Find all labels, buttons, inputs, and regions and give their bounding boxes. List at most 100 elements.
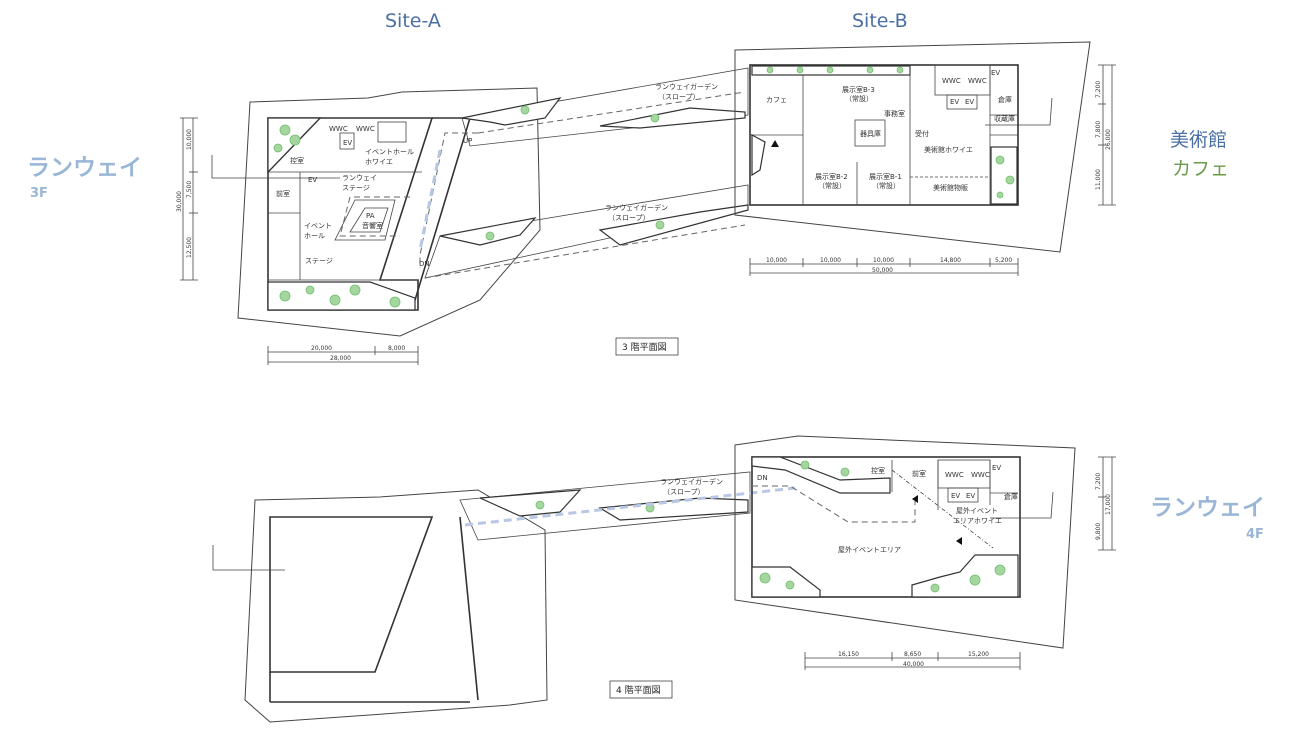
plan-4f-site-b <box>734 435 1076 649</box>
museum-heading: 美術館 <box>1170 129 1227 151</box>
svg-text:28,000: 28,000 <box>330 355 351 362</box>
svg-text:10,000: 10,000 <box>820 257 841 264</box>
plan-4f-site-b-dimensions: 7,200 9,800 17,000 16,150 8,650 15,200 4… <box>804 456 1116 670</box>
svg-text:受付: 受付 <box>915 129 929 138</box>
svg-text:収蔵庫: 収蔵庫 <box>994 114 1015 123</box>
svg-text:11,000: 11,000 <box>1095 169 1102 190</box>
svg-text:イベント: イベント <box>304 222 332 230</box>
svg-text:10,000: 10,000 <box>186 129 193 150</box>
svg-text:ステージ: ステージ <box>342 184 370 192</box>
svg-text:前室: 前室 <box>912 469 926 478</box>
svg-text:展示室B-2: 展示室B-2 <box>815 172 848 181</box>
svg-text:EV: EV <box>950 98 959 106</box>
svg-text:WWC: WWC <box>945 471 964 479</box>
runway-3f-heading: ランウェイ <box>27 155 142 181</box>
svg-text:カフェ: カフェ <box>766 96 787 104</box>
svg-text:ホール: ホール <box>304 232 325 240</box>
floor-4f-label: 4F <box>1246 527 1264 542</box>
svg-text:器具庫: 器具庫 <box>860 129 881 138</box>
svg-text:40,000: 40,000 <box>903 661 924 668</box>
plan-4f-site-b-labels: DN 控室 前室 WWC WWC EV EV EV 倉庫 屋外イベント エリアホ… <box>757 464 1018 554</box>
plan-4f-runway-garden: ランウェイガーデン （スロープ） <box>459 471 796 541</box>
svg-text:屋外イベント: 屋外イベント <box>956 506 998 515</box>
svg-text:7,800: 7,800 <box>1095 121 1102 138</box>
svg-text:UP: UP <box>463 137 472 145</box>
svg-text:30,000: 30,000 <box>176 191 183 212</box>
plan-3f-site-b-dimensions: 7,200 7,800 11,000 26,000 10,000 10,000 … <box>749 64 1116 276</box>
svg-text:EV: EV <box>966 492 975 500</box>
svg-text:事務室: 事務室 <box>884 109 905 118</box>
site-a-heading: Site-A <box>385 10 441 32</box>
svg-text:DN: DN <box>419 260 430 268</box>
svg-text:3 階平面図: 3 階平面図 <box>622 342 667 353</box>
svg-text:ランウェイガーデン: ランウェイガーデン <box>605 203 668 212</box>
svg-text:WWC: WWC <box>971 471 990 479</box>
svg-text:美術館物販: 美術館物販 <box>933 183 968 192</box>
svg-text:7,200: 7,200 <box>1095 81 1102 98</box>
svg-text:ランウェイ: ランウェイ <box>342 174 377 182</box>
svg-text:15,200: 15,200 <box>968 651 989 658</box>
svg-text:16,150: 16,150 <box>838 651 859 658</box>
svg-text:WWC: WWC <box>356 125 375 133</box>
svg-text:ランウェイガーデン: ランウェイガーデン <box>655 82 718 91</box>
plan-3f-runway-garden: ランウェイガーデン （スロープ） ランウェイガーデン （スロープ） <box>424 67 749 279</box>
svg-text:倉庫: 倉庫 <box>1004 492 1018 501</box>
svg-text:PA: PA <box>366 212 375 220</box>
svg-text:12,500: 12,500 <box>186 237 193 258</box>
svg-text:EV: EV <box>992 464 1001 472</box>
svg-text:DN: DN <box>757 474 768 482</box>
svg-text:（常設）: （常設） <box>872 181 900 190</box>
svg-text:8,000: 8,000 <box>388 345 405 352</box>
plan-3f-site-b-labels: カフェ 展示室B-3 （常設） 事務室 器具庫 受付 美術館ホワイエ 展示室B-… <box>766 69 1015 192</box>
svg-text:17,000: 17,000 <box>1105 494 1112 515</box>
cafe-heading: カフェ <box>1172 158 1229 180</box>
svg-text:屋外イベントエリア: 屋外イベントエリア <box>838 545 901 554</box>
svg-text:ホワイエ: ホワイエ <box>365 158 393 166</box>
svg-text:前室: 前室 <box>276 189 290 198</box>
svg-text:5,200: 5,200 <box>995 257 1012 264</box>
svg-text:WWC: WWC <box>942 77 961 85</box>
svg-text:（常設）: （常設） <box>818 181 846 190</box>
svg-text:EV: EV <box>965 98 974 106</box>
svg-text:ランウェイガーデン: ランウェイガーデン <box>660 477 723 486</box>
plan-4f-caption: 4 階平面図 <box>609 680 673 699</box>
svg-text:7,500: 7,500 <box>186 181 193 198</box>
svg-text:10,000: 10,000 <box>873 257 894 264</box>
floor-3f-label: 3F <box>30 186 48 201</box>
svg-text:（スロープ）: （スロープ） <box>658 93 700 101</box>
svg-text:展示室B-3: 展示室B-3 <box>842 85 875 94</box>
svg-text:WWC: WWC <box>968 77 987 85</box>
svg-text:EV: EV <box>991 69 1000 77</box>
svg-text:EV: EV <box>308 176 317 184</box>
plan-3f-site-a <box>211 87 541 337</box>
svg-text:WWC: WWC <box>329 125 348 133</box>
plan-3f-site-a-dimensions: 10,000 7,500 12,500 30,000 20,000 8,000 … <box>176 117 419 365</box>
svg-text:50,000: 50,000 <box>872 267 893 274</box>
svg-text:倉庫: 倉庫 <box>998 95 1012 104</box>
svg-text:控室: 控室 <box>871 466 885 475</box>
svg-text:美術館ホワイエ: 美術館ホワイエ <box>924 145 973 154</box>
svg-text:控室: 控室 <box>290 156 304 165</box>
svg-text:EV: EV <box>951 492 960 500</box>
svg-text:音響室: 音響室 <box>362 221 383 230</box>
svg-text:（スロープ）: （スロープ） <box>663 488 705 496</box>
svg-text:9,800: 9,800 <box>1095 523 1102 540</box>
plan-3f-site-a-labels: WWC WWC EV EV イベントホール ホワイエ 控室 前室 ランウェイ ス… <box>276 125 472 268</box>
svg-text:20,000: 20,000 <box>311 345 332 352</box>
svg-text:EV: EV <box>343 139 352 147</box>
svg-text:8,650: 8,650 <box>904 651 921 658</box>
site-b-heading: Site-B <box>852 10 908 32</box>
svg-text:ステージ: ステージ <box>305 257 333 265</box>
svg-text:10,000: 10,000 <box>766 257 787 264</box>
plan-4f-site-a <box>212 489 548 723</box>
svg-text:4 階平面図: 4 階平面図 <box>616 685 661 696</box>
svg-text:14,800: 14,800 <box>940 257 961 264</box>
plan-3f-site-b <box>734 41 1091 253</box>
runway-4f-heading: ランウェイ <box>1150 495 1265 521</box>
plan-3f-caption: 3 階平面図 <box>615 337 679 356</box>
svg-text:エリアホワイエ: エリアホワイエ <box>953 517 1002 525</box>
svg-text:展示室B-1: 展示室B-1 <box>869 172 902 181</box>
svg-text:（スロープ）: （スロープ） <box>608 214 650 222</box>
svg-text:イベントホール: イベントホール <box>365 148 414 156</box>
